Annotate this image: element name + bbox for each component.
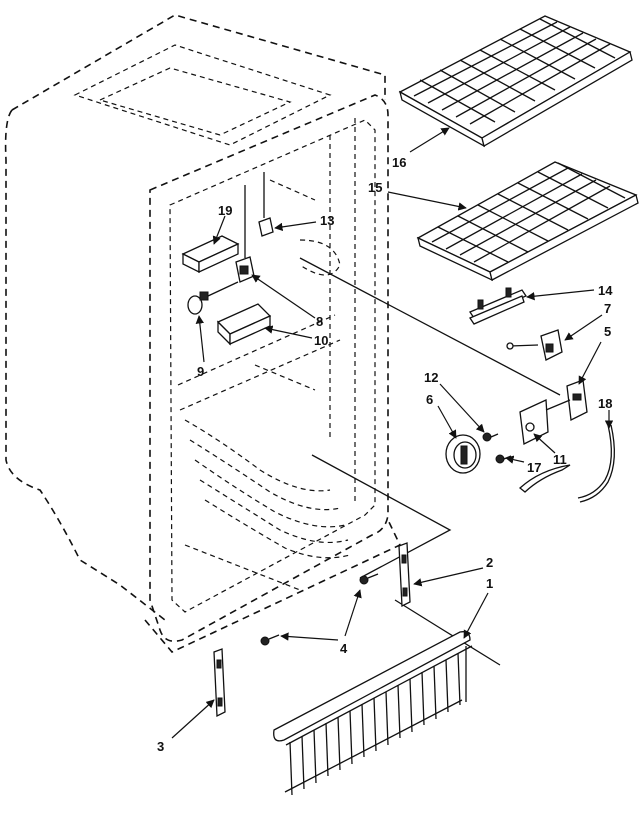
- light-bulb: [187, 281, 239, 315]
- callout-16: 16: [392, 155, 406, 170]
- light-switch: [506, 329, 563, 361]
- callout-14: 14: [598, 283, 613, 298]
- callout-1: 1: [486, 576, 493, 591]
- callout-3: 3: [157, 739, 164, 754]
- callout-19: 19: [218, 203, 232, 218]
- callout-2: 2: [486, 555, 493, 570]
- callout-10: 10: [314, 333, 328, 348]
- clip-13: [258, 172, 274, 237]
- base-grille: [273, 631, 473, 796]
- wire-to-grille: [394, 599, 501, 666]
- shelf-bracket: [469, 287, 527, 325]
- grille-hinge-left: [213, 648, 226, 718]
- callout-17: 17: [527, 460, 541, 475]
- callout-13: 13: [320, 213, 334, 228]
- screw-4-lower: [260, 634, 280, 646]
- light-housing: [181, 235, 240, 274]
- callout-labels: 1 2 3 4 5 6 7 8 9 10 11 12 13 14 15 16 1…: [157, 155, 613, 754]
- callout-5: 5: [604, 324, 611, 339]
- callout-12: 12: [424, 370, 438, 385]
- callout-8: 8: [316, 314, 323, 329]
- screw-12: [482, 432, 499, 442]
- wire-harness-lower: [311, 454, 452, 579]
- callout-11: 11: [553, 452, 567, 467]
- callout-7: 7: [604, 301, 611, 316]
- thermostat: [518, 399, 571, 493]
- control-housing: [566, 379, 588, 421]
- control-knob: [445, 434, 481, 474]
- callout-6: 6: [426, 392, 433, 407]
- callout-18: 18: [598, 396, 612, 411]
- cabinet-outline: [4, 14, 402, 653]
- callout-4: 4: [340, 641, 348, 656]
- callout-15: 15: [368, 180, 382, 195]
- light-socket: [235, 185, 255, 283]
- shelf-lower: [416, 161, 639, 282]
- wire-harness: [299, 257, 561, 396]
- capillary-tube: [577, 424, 615, 503]
- grille-hinge-right: [398, 542, 411, 608]
- leader-lines: [171, 127, 614, 739]
- callout-9: 9: [197, 364, 204, 379]
- light-bracket: [216, 303, 272, 346]
- screw-4-upper: [359, 573, 379, 585]
- shelf-upper: [398, 15, 633, 148]
